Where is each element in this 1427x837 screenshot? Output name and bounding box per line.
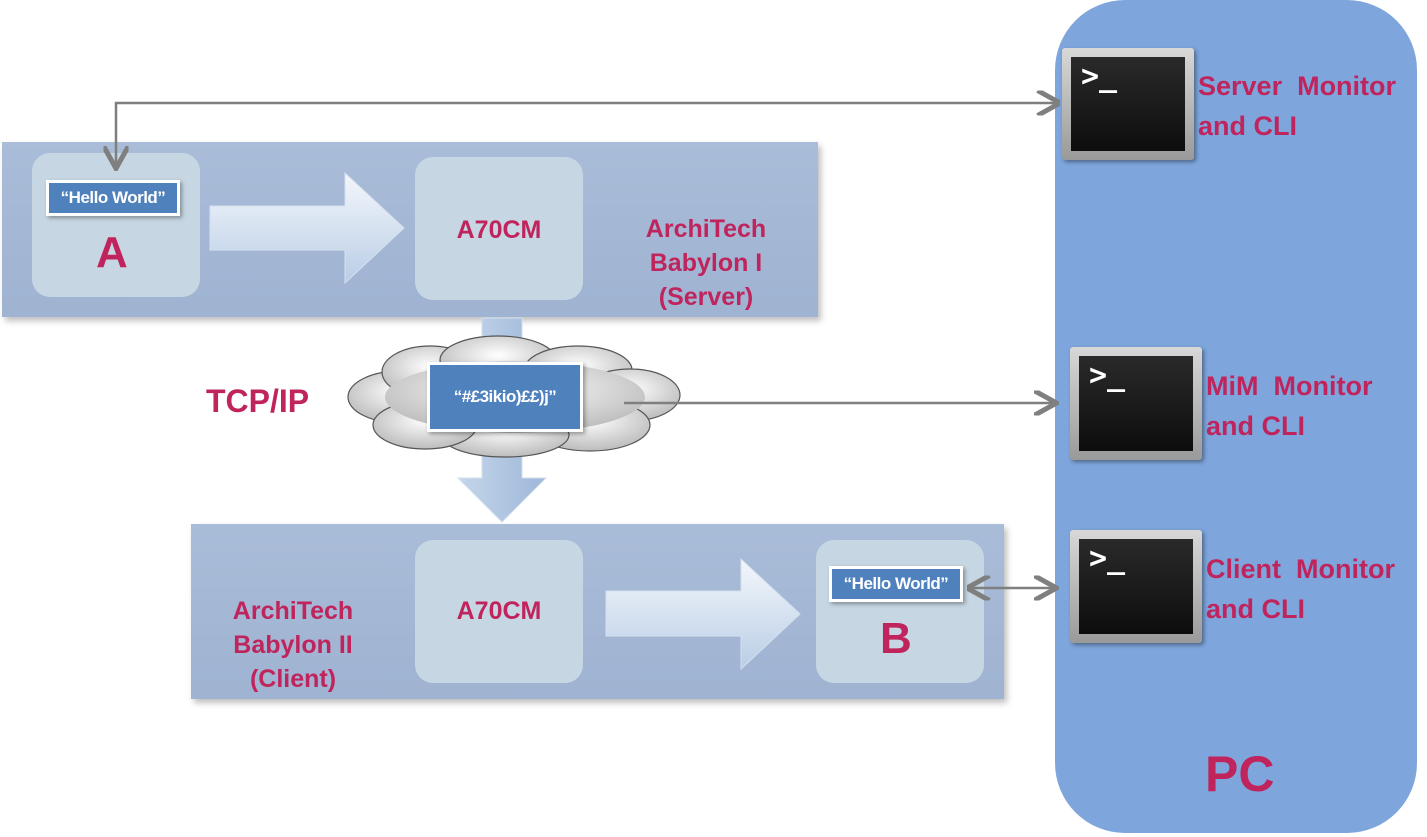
- client-title-line-1: ArchiTech: [232, 597, 354, 625]
- server-module-box: [415, 157, 583, 300]
- client-title: ArchiTech Babylon II (Client): [203, 594, 383, 696]
- mim-terminal-label: MiM Monitor and CLI: [1206, 366, 1372, 446]
- client-flow-arrow: [605, 557, 801, 671]
- server-title: ArchiTech Babylon I (Server): [616, 212, 796, 314]
- client-module-label: A70CM: [456, 597, 542, 625]
- client-terminal-label-line-2: and CLI: [1206, 594, 1305, 624]
- server-title-line-3: (Server): [658, 283, 754, 311]
- node-a-letter: A: [96, 228, 128, 277]
- protocol-label: TCP/IP: [206, 383, 310, 419]
- client-module-box: [415, 540, 583, 683]
- client-title-line-2: Babylon II: [233, 631, 353, 659]
- mim-terminal-label-line-2: and CLI: [1206, 411, 1305, 441]
- client-terminal-label-line-1: Client Monitor: [1206, 554, 1395, 584]
- client-title-line-3: (Client): [249, 665, 337, 693]
- server-terminal-label-line-1: Server Monitor: [1198, 71, 1397, 101]
- pc-label: PC: [1205, 746, 1275, 802]
- client-node-b: [816, 540, 984, 683]
- server-terminal-icon[interactable]: >_: [1062, 48, 1194, 160]
- server-flow-arrow: [209, 171, 405, 285]
- server-terminal-label-line-2: and CLI: [1198, 111, 1297, 141]
- encrypted-message-box: “#£3ikio)££)j”: [427, 362, 583, 432]
- server-module-label: A70CM: [456, 216, 542, 244]
- client-terminal-label: Client Monitor and CLI: [1206, 549, 1395, 629]
- client-message-box: “Hello World”: [829, 566, 963, 602]
- server-node-a: [32, 153, 200, 297]
- server-cli-connector: [116, 103, 1055, 166]
- node-b-letter: B: [880, 614, 912, 663]
- mim-terminal-icon[interactable]: >_: [1070, 347, 1202, 460]
- client-terminal-icon[interactable]: >_: [1070, 530, 1202, 643]
- server-title-line-2: Babylon I: [649, 249, 763, 277]
- server-terminal-label: Server Monitor and CLI: [1198, 66, 1396, 146]
- server-message-box: “Hello World”: [46, 180, 180, 216]
- mim-terminal-label-line-1: MiM Monitor: [1206, 371, 1373, 401]
- server-title-line-1: ArchiTech: [645, 215, 767, 243]
